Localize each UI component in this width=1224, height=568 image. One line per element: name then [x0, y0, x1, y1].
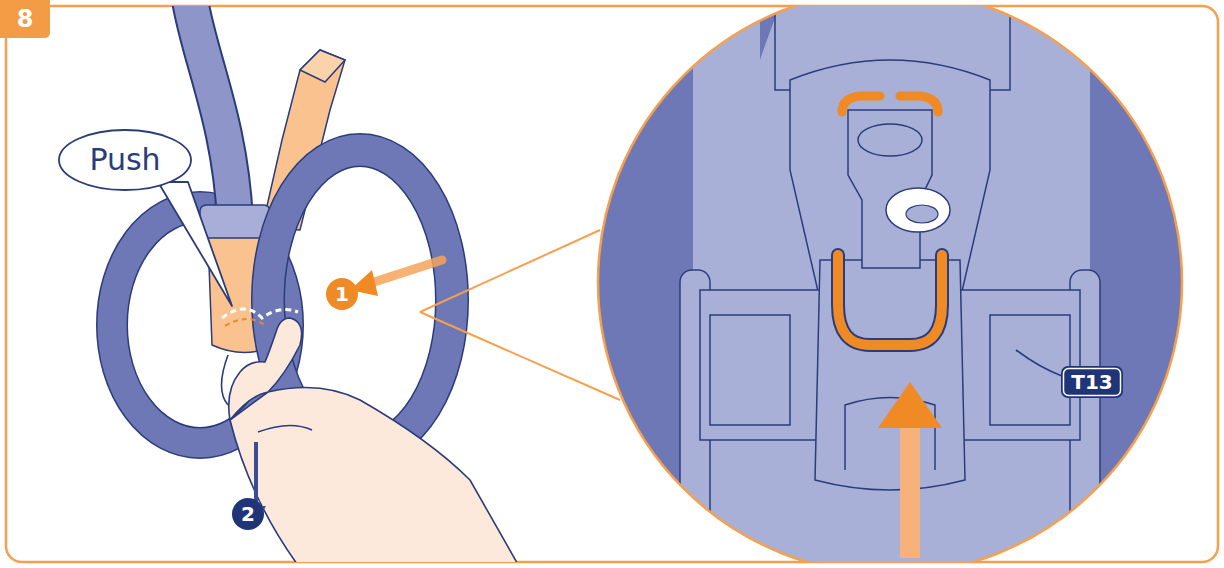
part-label: T13 — [1061, 366, 1123, 398]
leader-line — [1016, 350, 1062, 376]
callout-number: 2 — [232, 498, 264, 530]
speech-bubble: Push — [58, 129, 192, 191]
callout-number-text: 2 — [241, 504, 255, 524]
callout-number: 1 — [326, 278, 358, 310]
stroller-wheel-illustration — [112, 6, 520, 562]
step-number-text: 8 — [17, 7, 34, 31]
step-number: 8 — [0, 0, 50, 38]
speech-bubble-text: Push — [89, 145, 160, 175]
callout-number-text: 1 — [335, 284, 349, 304]
zoom-leader — [420, 230, 620, 400]
part-label-text: T13 — [1071, 372, 1112, 392]
zoom-detail — [590, 6, 1210, 562]
